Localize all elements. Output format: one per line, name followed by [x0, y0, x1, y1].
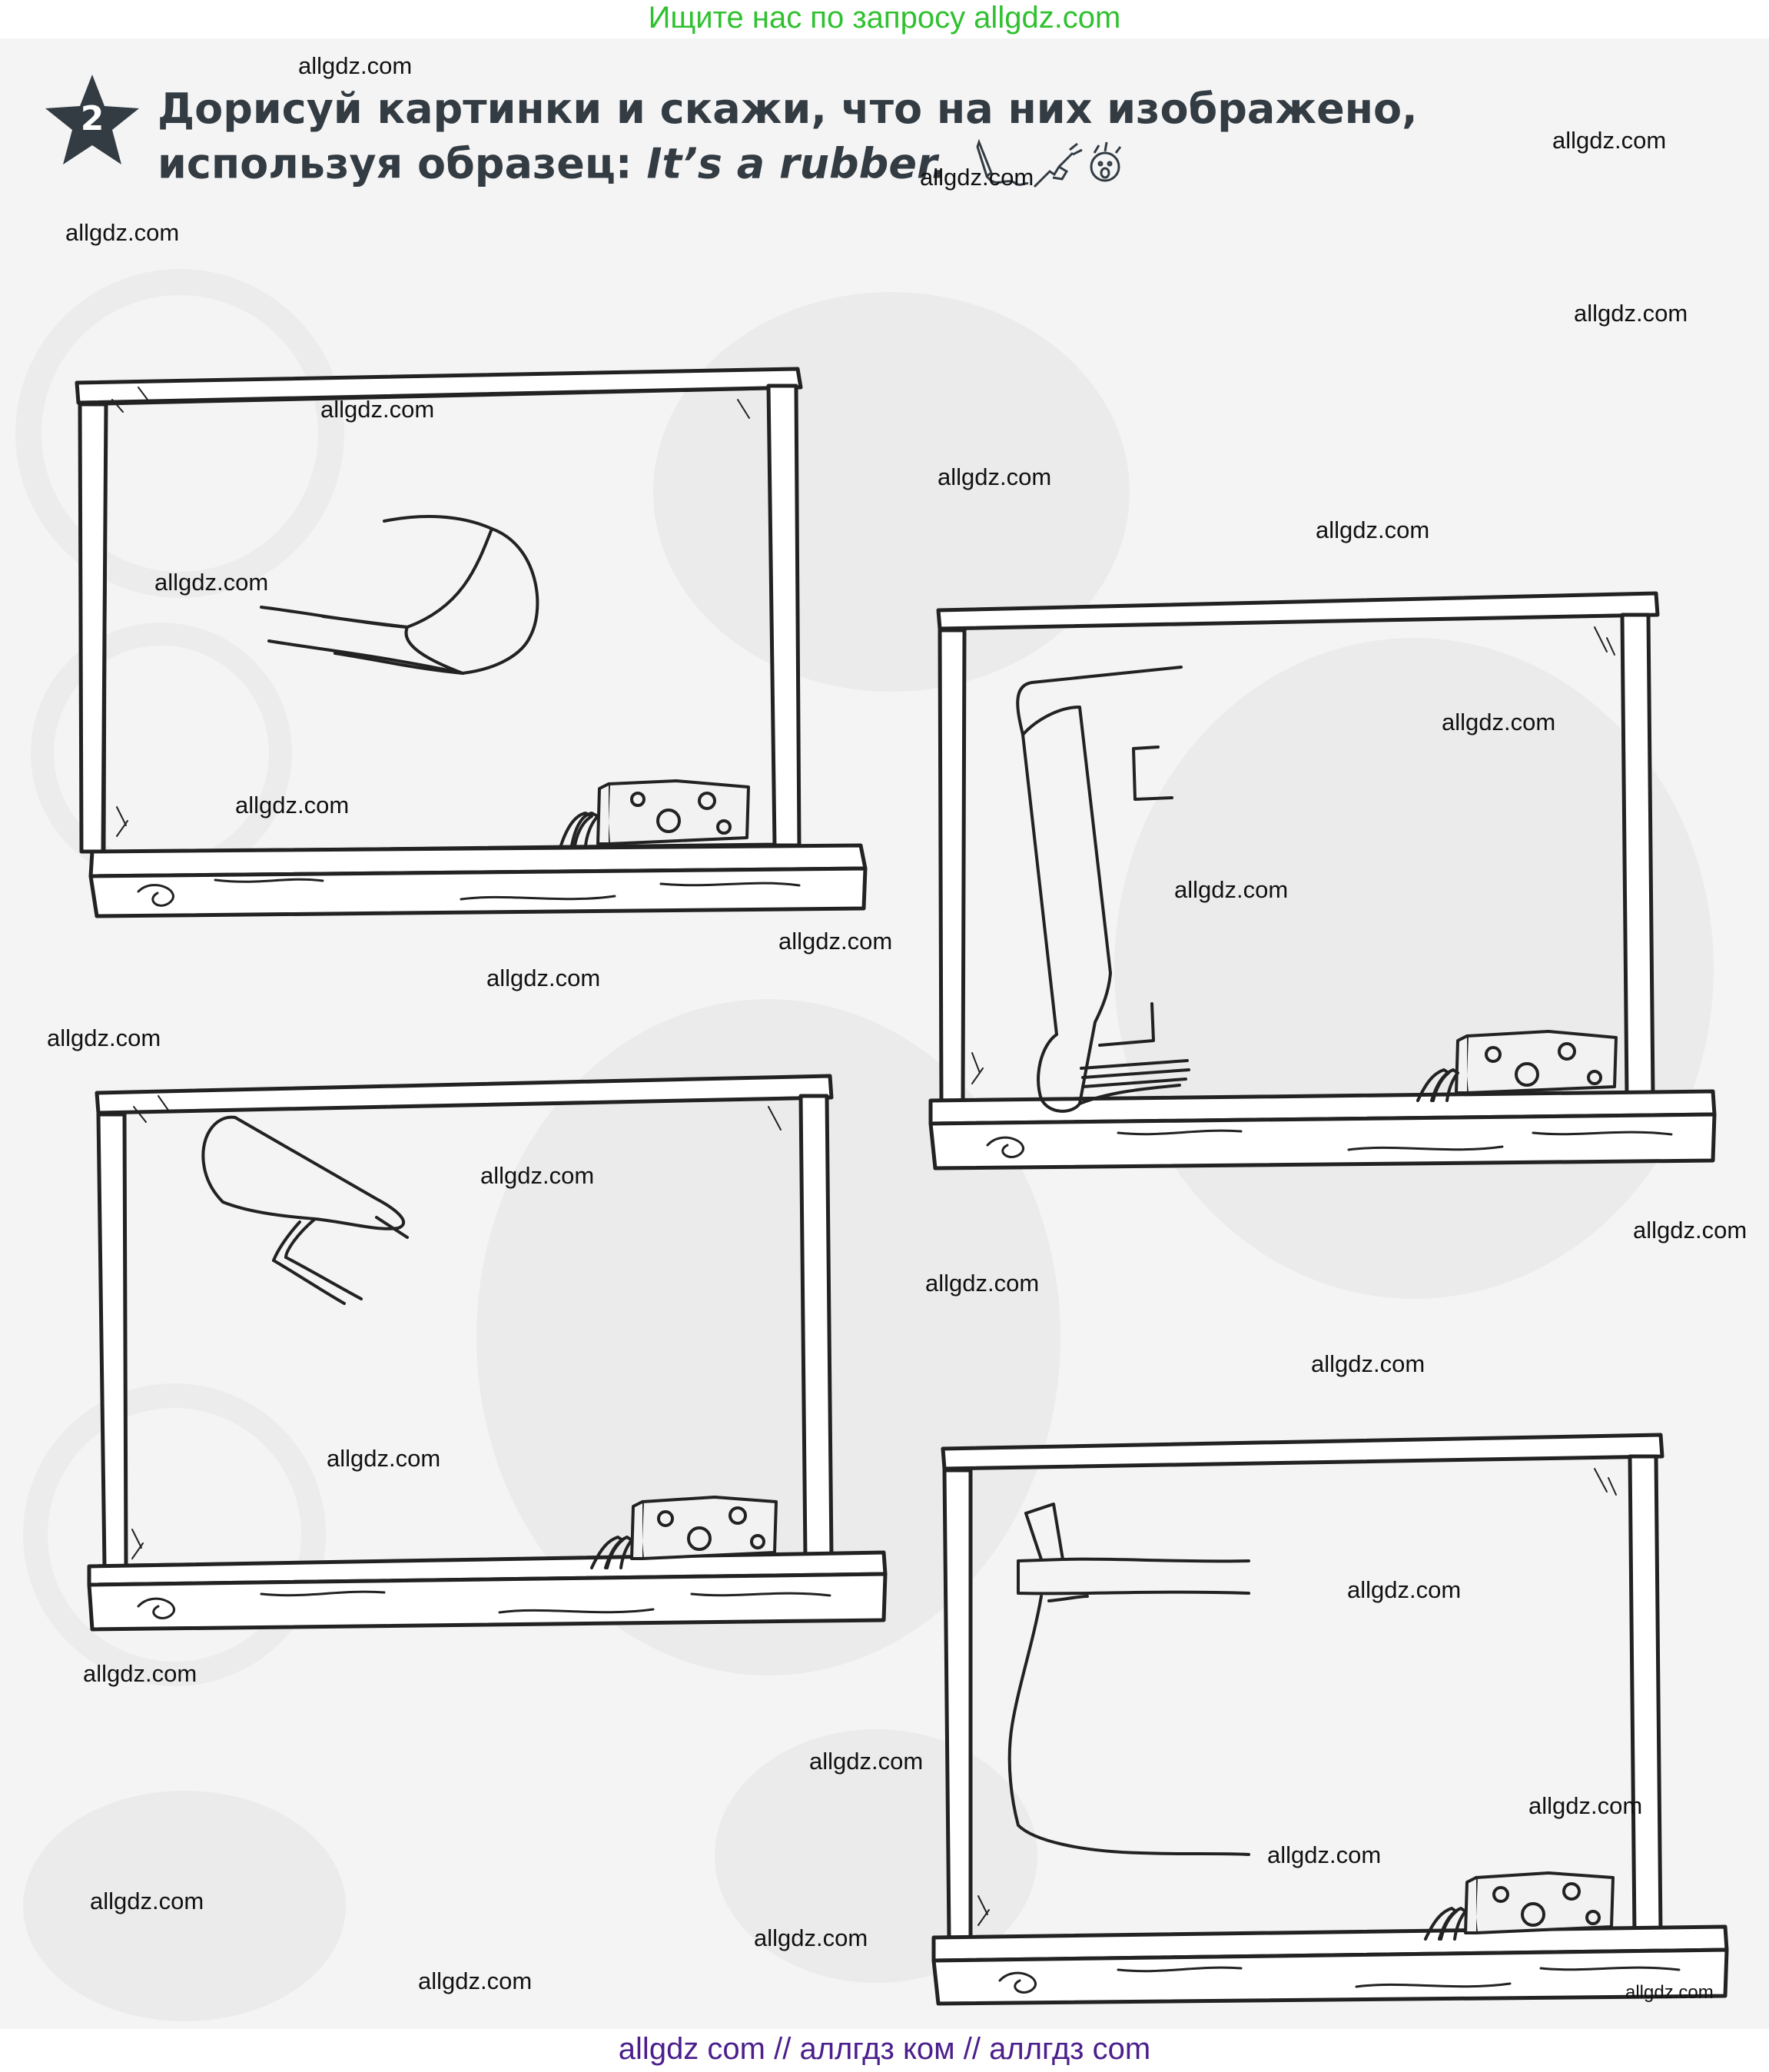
sponge-icon: [596, 779, 750, 845]
watermark: allgdz.com: [1311, 1350, 1425, 1377]
watermark: allgdz.com: [920, 164, 1034, 191]
watermark: allgdz.com: [1625, 1982, 1714, 2003]
chalkboard-4: [926, 1395, 1741, 2025]
watermark: allgdz.com: [1316, 516, 1430, 543]
chalk-sticks-icon: [590, 1536, 633, 1569]
watermark: allgdz.com: [327, 1445, 441, 1472]
watermark: allgdz.com: [778, 928, 893, 955]
sponge-icon: [1455, 1030, 1618, 1094]
chalkboard-3: [85, 1038, 899, 1637]
sponge-icon: [1464, 1871, 1615, 1934]
top-banner[interactable]: Ищите нас по запросу allgdz.com: [648, 1, 1121, 35]
workbook-page: 2 Дорисуй картинки и скажи, что на них и…: [0, 38, 1769, 2029]
exercise-header: 2 Дорисуй картинки и скажи, что на них и…: [42, 73, 1541, 250]
sponge-icon: [630, 1496, 778, 1560]
chalk-sticks-icon: [1416, 1068, 1459, 1102]
star-icon: [45, 75, 139, 164]
pencil-sketch: [260, 515, 539, 675]
example-sentence: It’s a rubber.: [646, 139, 948, 188]
watermark: allgdz.com: [1574, 300, 1688, 327]
watermark: allgdz.com: [90, 1888, 204, 1914]
watermark: allgdz.com: [418, 1967, 533, 1994]
chalkboard-1: [61, 338, 884, 922]
watermark: allgdz.com: [154, 569, 269, 596]
task-symbols: [973, 136, 1127, 198]
watermark: allgdz.com: [1347, 1576, 1462, 1603]
chalkboard-2: [918, 553, 1741, 1184]
watermark: allgdz.com: [754, 1924, 868, 1951]
watermark: allgdz.com: [65, 219, 180, 246]
background-blob: [1114, 638, 1714, 1299]
pen-writing-icon: [976, 138, 1029, 186]
watermark: allgdz.com: [83, 1660, 197, 1687]
exercise-instruction: Дорисуй картинки и скажи, что на них изо…: [158, 82, 1533, 198]
watermark: allgdz.com: [235, 792, 350, 819]
watermark: allgdz.com: [1174, 876, 1289, 903]
watermark: allgdz.com: [480, 1162, 595, 1189]
watermark: allgdz.com: [809, 1748, 924, 1775]
watermark: allgdz.com: [938, 463, 1052, 490]
watermark: allgdz.com: [320, 396, 435, 423]
watermark: allgdz.com: [1442, 709, 1556, 735]
instruction-text: Дорисуй картинки и скажи, что на них изо…: [158, 85, 1418, 188]
chalk-sticks-icon: [1424, 1907, 1467, 1941]
watermark: allgdz.com: [1267, 1841, 1382, 1868]
chalk-sticks-icon: [559, 812, 599, 847]
watermark: allgdz.com: [1528, 1792, 1643, 1819]
watermark: allgdz.com: [47, 1024, 161, 1051]
watermark: allgdz.com: [486, 965, 601, 991]
bottom-banner[interactable]: allgdz com // аллгдз ком // аллгдз com: [618, 2032, 1151, 2066]
watermark: allgdz.com: [298, 52, 413, 79]
pointing-hand-icon: [1034, 142, 1083, 188]
book-sketch: [1016, 666, 1190, 1113]
exercise-number: 2: [80, 99, 105, 138]
exercise-number-badge: 2: [42, 73, 142, 173]
speaking-face-icon: [1090, 141, 1122, 182]
pen-sketch: [201, 1115, 409, 1305]
watermark: allgdz.com: [925, 1270, 1040, 1297]
watermark: allgdz.com: [1552, 127, 1667, 154]
watermark: allgdz.com: [1633, 1217, 1747, 1244]
bag-sketch: [1007, 1503, 1250, 1856]
background-blob: [23, 1791, 346, 2021]
